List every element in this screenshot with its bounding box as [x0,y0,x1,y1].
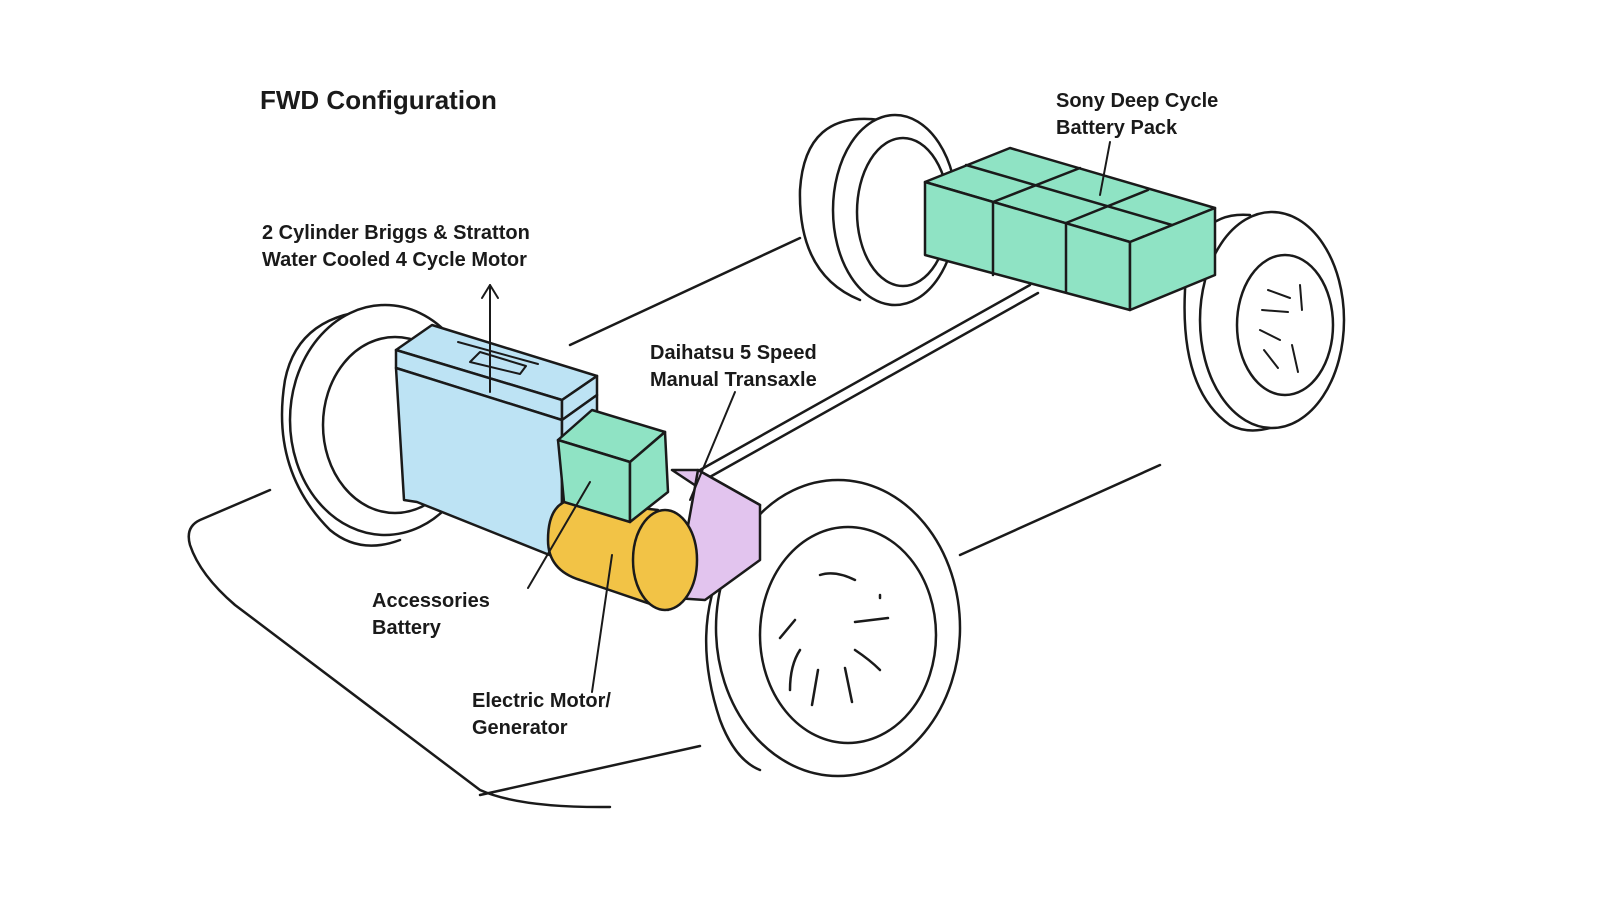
accessories-battery-label-line2: Battery [372,617,441,639]
sony-battery-pack [923,146,1217,312]
motor-generator-label-line2: Generator [472,717,568,739]
battery-pack-leader [1099,141,1111,196]
accessories-battery-leader [527,481,591,589]
engine-label-line2: Water Cooled 4 Cycle Motor [262,249,527,271]
motor-generator-leader [591,554,613,693]
battery-pack-label-line1: Sony Deep Cycle [1056,90,1219,112]
transaxle-label-line2: Manual Transaxle [650,369,817,391]
accessories-battery-label: Accessories Battery [372,588,490,642]
battery-pack-label-line2: Battery Pack [1056,117,1178,139]
engine-label-line1: 2 Cylinder Briggs & Stratton [262,222,530,244]
engine-front [394,366,564,562]
page-title: FWD Configuration [260,85,497,115]
engine-label: 2 Cylinder Briggs & Stratton Water Coole… [262,220,530,274]
acc-battery-side [628,430,670,524]
motor-end [631,508,699,612]
accessories-battery [556,408,670,524]
accessories-battery-label-line1: Accessories [372,590,490,612]
rear-left-wheel [798,113,959,307]
engine-leader-arrow [481,284,499,299]
transaxle-label: Daihatsu 5 Speed Manual Transaxle [650,340,817,394]
chassis-outline [187,236,1162,809]
leader-lines [481,141,1111,693]
battery-pack-label: Sony Deep Cycle Battery Pack [1056,88,1218,142]
transaxle-leader [689,391,736,501]
battery-pack-side [1128,206,1217,312]
transaxle-label-line1: Daihatsu 5 Speed [650,342,817,364]
motor-generator-label-line1: Electric Motor/ [472,690,611,712]
motor-generator-label: Electric Motor/ Generator [472,688,611,742]
electric-motor-generator [546,498,699,612]
